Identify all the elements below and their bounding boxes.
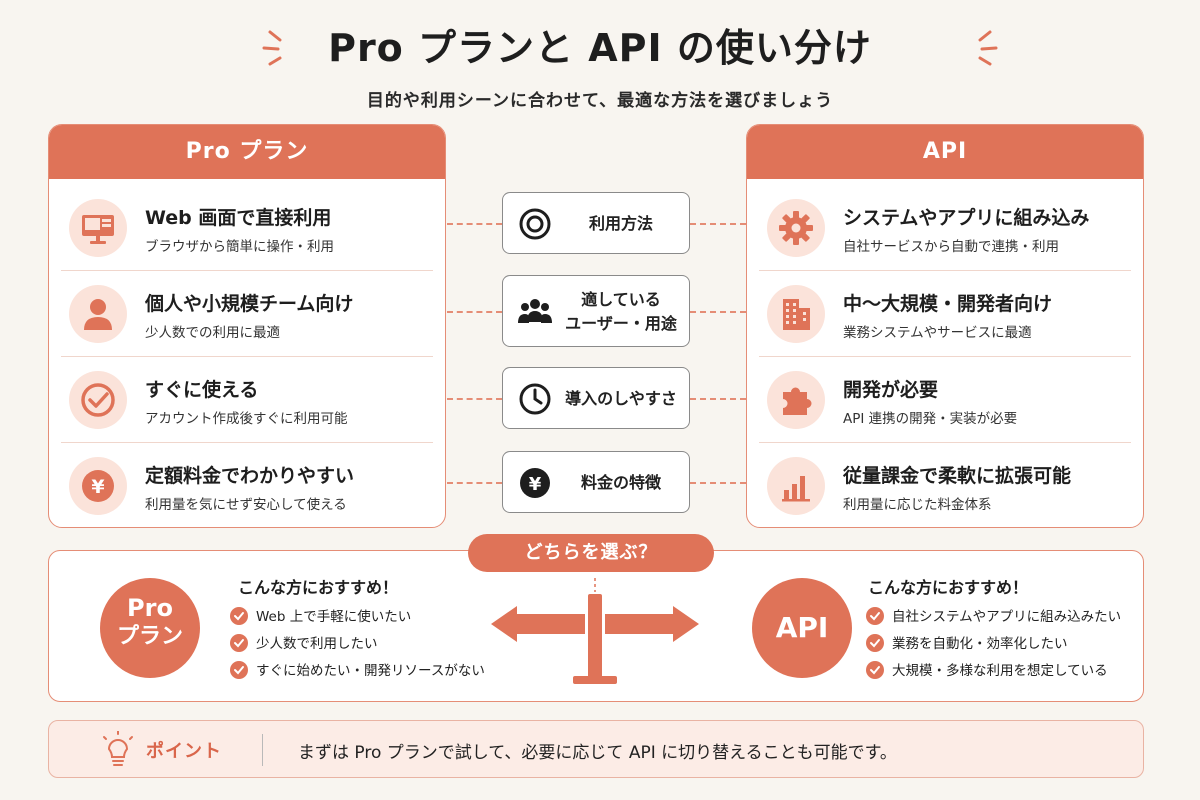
- sparkle-left-icon: [262, 30, 282, 66]
- api-recommend-item: 業務を自動化・効率化したい: [866, 633, 1068, 655]
- pro-row-ease: すぐに使える アカウント作成後すぐに利用可能: [61, 357, 433, 443]
- api-recommend-item: 自社システムやアプリに組み込みたい: [866, 606, 1121, 628]
- monitor-icon: [69, 199, 127, 257]
- api-row-pricing: 従量課金で柔軟に拡張可能 利用量に応じた料金体系: [759, 443, 1131, 527]
- row-title: 従量課金で柔軟に拡張可能: [843, 465, 1072, 487]
- row-title: 開発が必要: [843, 379, 939, 401]
- center-label-pricing: ¥ 料金の特徴: [502, 451, 690, 513]
- yen-coin-icon: ¥: [520, 468, 550, 498]
- row-title: すぐに使える: [145, 379, 259, 401]
- row-description: API 連携の開発・実装が必要: [843, 411, 1018, 427]
- person-icon: [69, 285, 127, 343]
- pro-plan-panel: Pro プラン Web 画面で直接利用 ブラウザから簡単に操作・利用 個人や小規…: [48, 124, 446, 528]
- pro-recommend-item: 少人数で利用したい: [230, 633, 378, 655]
- pro-recommend-item: すぐに始めたい・開発リソースがない: [230, 660, 485, 682]
- api-recommend-heading: こんな方におすすめ！: [868, 578, 1029, 597]
- bar-chart-icon: [767, 457, 825, 515]
- lightbulb-icon: [103, 731, 133, 766]
- pro-row-users: 個人や小規模チーム向け 少人数での利用に最適: [61, 271, 433, 357]
- api-row-users: 中〜大規模・開発者向け 業務システムやサービスに最適: [759, 271, 1131, 357]
- connector-line: [447, 398, 502, 400]
- circle-label: プラン: [116, 624, 183, 649]
- row-description: 利用量に応じた料金体系: [843, 497, 992, 513]
- connector-line: [690, 482, 746, 484]
- row-description: 自社サービスから自動で連携・利用: [843, 239, 1059, 255]
- api-row-usage: システムやアプリに組み込み 自社サービスから自動で連携・利用: [759, 185, 1131, 271]
- page-title: Pro プランと API の使い分け: [328, 26, 872, 70]
- row-title: システムやアプリに組み込み: [843, 207, 1090, 229]
- row-title: 定額料金でわかりやすい: [145, 465, 355, 487]
- check-icon: [866, 634, 884, 652]
- connector-line: [447, 482, 502, 484]
- pro-recommend-heading: こんな方におすすめ！: [238, 578, 399, 597]
- api-panel: API システムやアプリに組み込み 自社サービスから自動で連携・利用 中〜大規模…: [746, 124, 1144, 528]
- recommend-text: 業務を自動化・効率化したい: [892, 636, 1068, 652]
- point-bar: [48, 720, 1144, 778]
- pro-row-usage: Web 画面で直接利用 ブラウザから簡単に操作・利用: [61, 185, 433, 271]
- row-title: Web 画面で直接利用: [145, 207, 332, 229]
- svg-text:¥: ¥: [91, 476, 104, 498]
- yen-icon: ¥: [69, 457, 127, 515]
- check-icon: [230, 634, 248, 652]
- recommend-text: Web 上で手軽に使いたい: [256, 609, 412, 625]
- row-description: 業務システムやサービスに最適: [843, 325, 1032, 341]
- center-label-text: 適している: [581, 290, 661, 309]
- check-icon: [230, 661, 248, 679]
- center-label-users: 適している ユーザー・用途: [502, 275, 690, 347]
- row-title: 中〜大規模・開発者向け: [843, 293, 1053, 315]
- center-label-text: 利用方法: [588, 214, 653, 233]
- center-label-text: 料金の特徴: [580, 473, 661, 492]
- group-icon: [518, 299, 552, 323]
- connector-line: [690, 398, 746, 400]
- api-recommend-item: 大規模・多様な利用を想定している: [866, 660, 1108, 682]
- check-icon: [866, 661, 884, 679]
- target-icon: [519, 208, 551, 240]
- svg-text:¥: ¥: [529, 474, 542, 495]
- point-text: まずは Pro プランで試して、必要に応じて API に切り替えることも可能です…: [298, 743, 897, 763]
- row-description: ブラウザから簡単に操作・利用: [145, 239, 334, 255]
- center-label-usage: 利用方法: [502, 192, 690, 254]
- recommend-text: 大規模・多様な利用を想定している: [892, 663, 1108, 679]
- circle-label: API: [775, 611, 829, 644]
- center-label-text: 導入のしやすさ: [565, 389, 677, 408]
- center-label-ease: 導入のしやすさ: [502, 367, 690, 429]
- center-label-text: ユーザー・用途: [565, 314, 677, 333]
- sparkle-right-icon: [978, 30, 998, 66]
- check-icon: [230, 607, 248, 625]
- api-header: API: [747, 125, 1143, 179]
- clock-icon: [519, 383, 551, 415]
- pro-plan-header: Pro プラン: [49, 125, 445, 179]
- building-icon: [767, 285, 825, 343]
- pro-row-pricing: ¥ 定額料金でわかりやすい 利用量を気にせず安心して使える: [61, 443, 433, 527]
- row-title: 個人や小規模チーム向け: [145, 293, 354, 315]
- row-description: アカウント作成後すぐに利用可能: [145, 411, 348, 427]
- signpost-icon: [491, 578, 699, 684]
- row-description: 利用量を気にせず安心して使える: [145, 497, 347, 513]
- connector-line: [690, 311, 746, 313]
- circle-label: Pro: [127, 594, 173, 622]
- point-label: ポイント: [146, 741, 222, 762]
- choose-pill: どちらを選ぶ？: [468, 534, 714, 572]
- recommend-text: 自社システムやアプリに組み込みたい: [892, 609, 1122, 625]
- connector-line: [447, 311, 502, 313]
- check-icon: [866, 607, 884, 625]
- point-divider: [262, 734, 263, 766]
- connector-line: [690, 223, 746, 225]
- check-circle-icon: [69, 371, 127, 429]
- pro-plan-circle: Pro プラン: [100, 578, 200, 678]
- recommend-text: すぐに始めたい・開発リソースがない: [256, 663, 485, 679]
- page-subtitle: 目的や利用シーンに合わせて、最適な方法を選びましょう: [366, 91, 834, 111]
- row-description: 少人数での利用に最適: [145, 325, 280, 341]
- title-area: Pro プランと API の使い分け: [0, 18, 1200, 78]
- pro-recommend-item: Web 上で手軽に使いたい: [230, 606, 411, 628]
- connector-line: [447, 223, 502, 225]
- api-row-ease: 開発が必要 API 連携の開発・実装が必要: [759, 357, 1131, 443]
- gear-icon: [767, 199, 825, 257]
- recommend-text: 少人数で利用したい: [256, 636, 378, 652]
- api-circle: API: [752, 578, 852, 678]
- puzzle-icon: [767, 371, 825, 429]
